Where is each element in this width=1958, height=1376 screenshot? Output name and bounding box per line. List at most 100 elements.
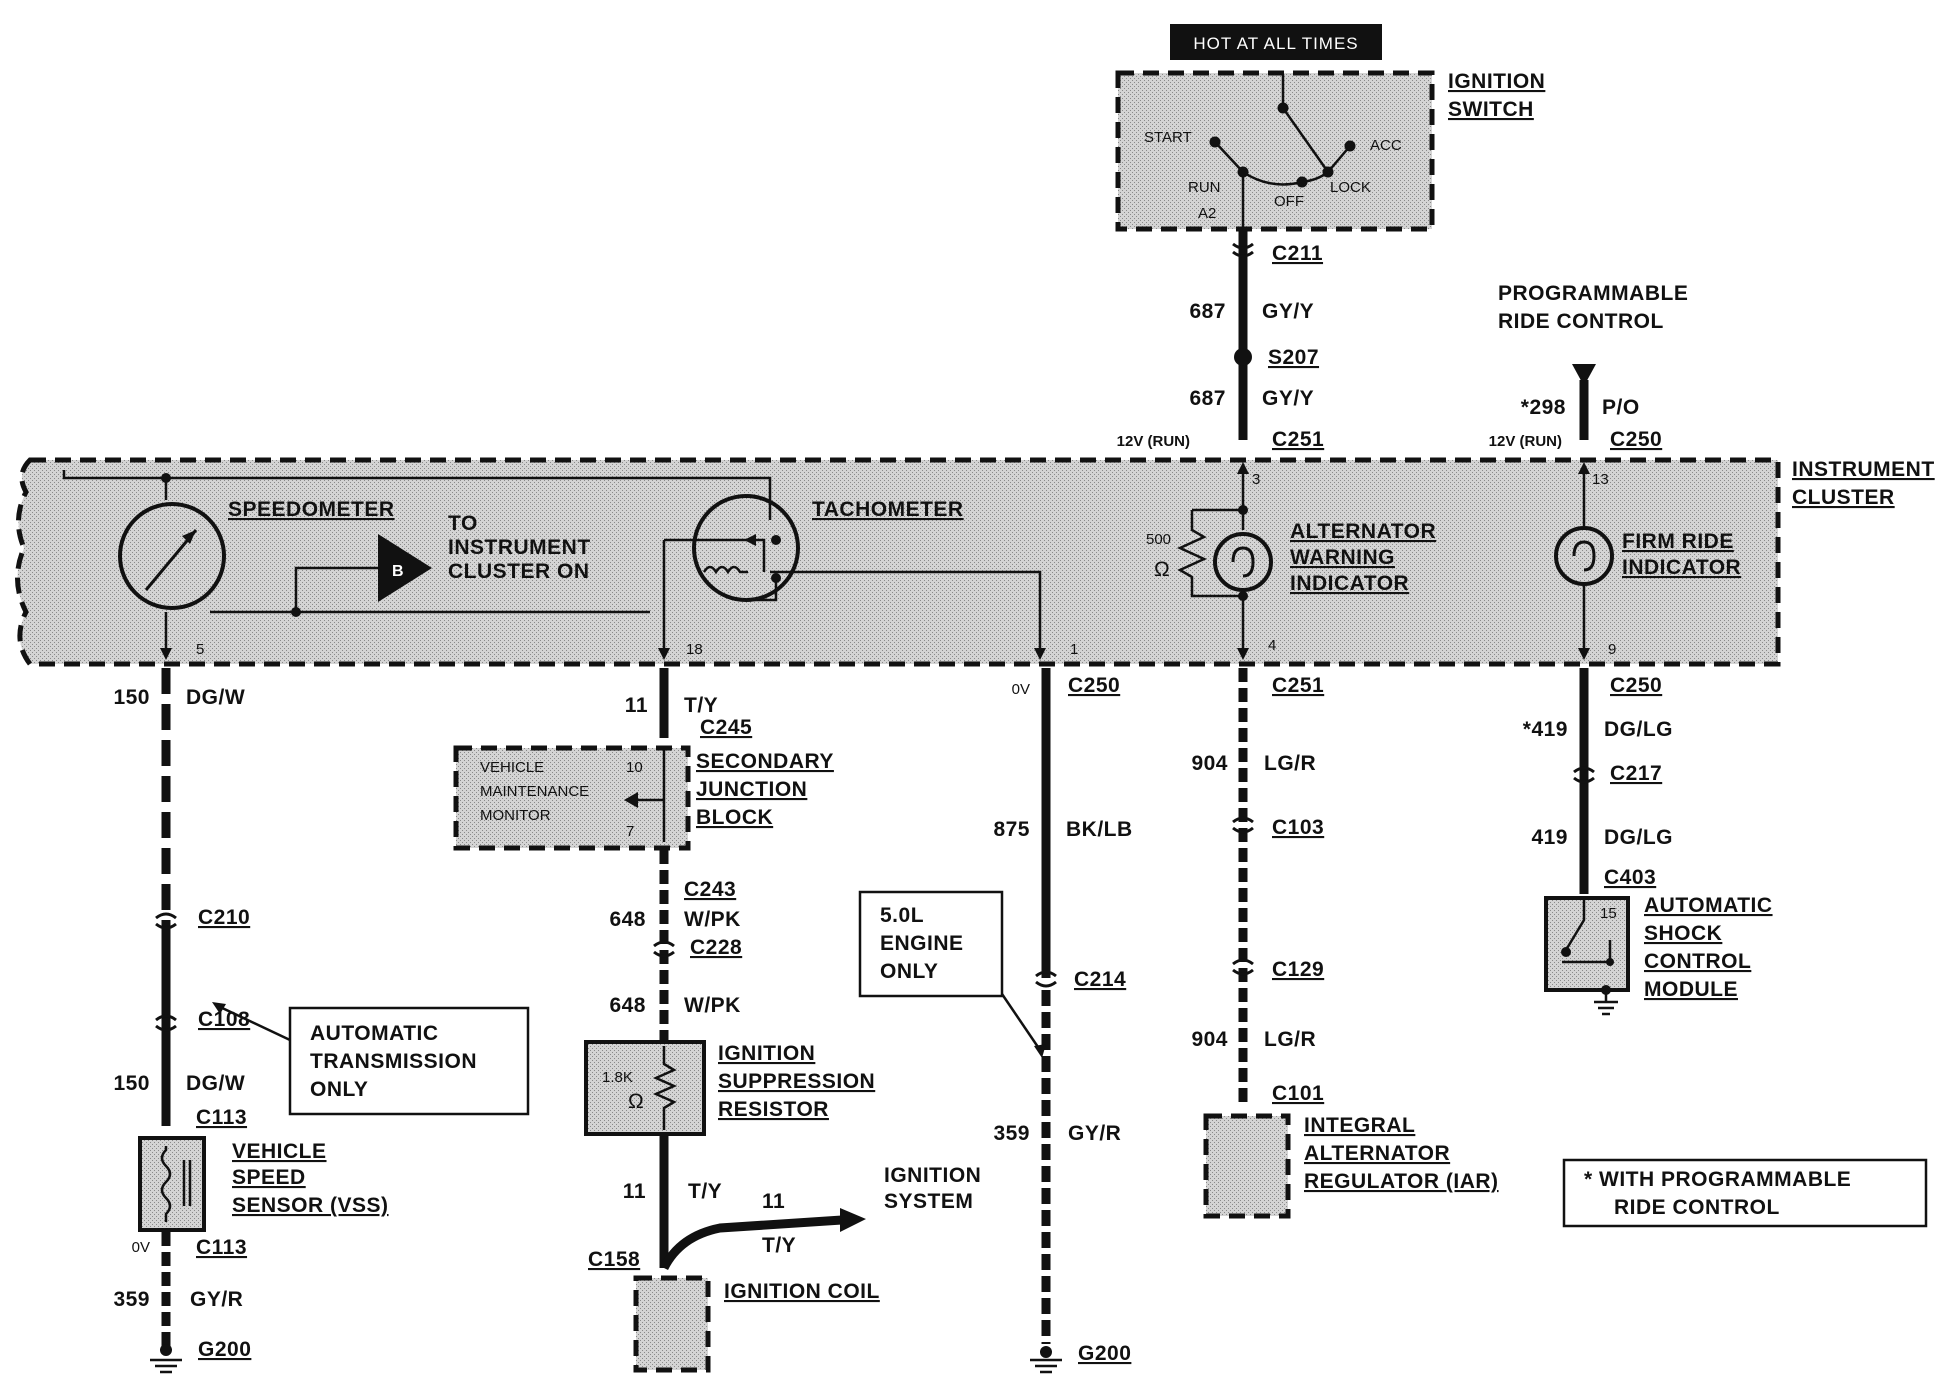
alternator-lamp-icon (1213, 532, 1273, 592)
c113a-label: C113 (196, 1106, 247, 1129)
sjb-line-1: SECONDARY (696, 750, 834, 773)
instrument-cluster-box (14, 457, 1781, 667)
prc-title-1: PROGRAMMABLE (1498, 282, 1688, 305)
suppression-resistor-box (584, 1040, 706, 1136)
ground-g200-mid-dot (1040, 1346, 1052, 1358)
w359m-num: 359 (993, 1122, 1030, 1145)
sjb-box (453, 745, 691, 851)
ground-mid-icon (1030, 1358, 1062, 1374)
wire-11-c (659, 1215, 843, 1271)
cluster-title-2: CLUSTER (1792, 486, 1895, 509)
g200-mid-label: G200 (1078, 1342, 1131, 1365)
c158-label: C158 (588, 1248, 640, 1271)
resistor-zigzag-icon (652, 1046, 678, 1130)
resistor-500-value: 500 (1146, 531, 1171, 548)
vss-line-2: SPEED (232, 1166, 306, 1189)
sjb-line-3: BLOCK (696, 806, 773, 829)
vss-line-1: VEHICLE (232, 1140, 327, 1163)
auto-trans-line-3: ONLY (310, 1078, 368, 1101)
w648a-num: 648 (609, 908, 646, 931)
suppression-line-2: SUPPRESSION (718, 1070, 875, 1093)
auto-trans-note-box (288, 1006, 530, 1116)
vmm-line-1: VEHICLE (480, 759, 544, 776)
w904b-color: LG/R (1264, 1028, 1316, 1051)
auto-trans-line-1: AUTOMATIC (310, 1022, 439, 1045)
pin-18: 18 (686, 641, 703, 658)
w11c-num: 11 (762, 1190, 785, 1213)
iar-box (1203, 1113, 1291, 1219)
w419b-color: DG/LG (1604, 826, 1673, 849)
hot-at-all-times-banner (1170, 24, 1382, 60)
resistor-500-ohm: Ω (1154, 558, 1170, 581)
w419b-num: 419 (1531, 826, 1568, 849)
pin-4: 4 (1268, 637, 1276, 654)
switch-pin-a2: A2 (1198, 205, 1216, 222)
w150b-num: 150 (113, 1072, 150, 1095)
splice-s207 (1234, 348, 1252, 366)
iar-line-2: ALTERNATOR (1304, 1142, 1450, 1165)
engine-note-line-2: ENGINE (880, 932, 964, 955)
cluster-internal-wiring (62, 470, 1586, 652)
volt-0v-mid: 0V (1012, 681, 1030, 698)
sjb-pin-7: 7 (626, 823, 634, 840)
ascm-line-4: MODULE (1644, 978, 1738, 1001)
speedometer-label: SPEEDOMETER (228, 498, 395, 521)
c214-label: C214 (1074, 968, 1126, 991)
c228-label: C228 (690, 936, 742, 959)
to-cluster-line-3: CLUSTER ON (448, 560, 590, 583)
w298-num: *298 (1521, 396, 1566, 419)
ascm-pin-15: 15 (1600, 905, 1617, 922)
vmm-arrow-icon (624, 792, 638, 808)
c101-label: C101 (1272, 1082, 1324, 1105)
switch-acc-label: ACC (1370, 137, 1402, 154)
c108-label: C108 (198, 1008, 250, 1031)
ascm-line-2: SHOCK (1644, 922, 1722, 945)
ignition-switch-nodes (1209, 102, 1356, 188)
w904a-num: 904 (1191, 752, 1228, 775)
ground-ascm-icon (1594, 1000, 1618, 1016)
b-symbol-text: B (392, 563, 404, 580)
firm-ride-lamp-icon (1554, 526, 1614, 586)
w687a-num: 687 (1189, 300, 1226, 323)
auto-trans-line-2: TRANSMISSION (310, 1050, 477, 1073)
ignition-coil-label: IGNITION COIL (724, 1280, 880, 1303)
w687b-num: 687 (1189, 387, 1226, 410)
ignition-system-line-2: SYSTEM (884, 1190, 973, 1213)
engine-note-line-1: 5.0L (880, 904, 924, 927)
suppression-line-1: IGNITION (718, 1042, 815, 1065)
prc-arrow-icon (1572, 364, 1596, 386)
ascm-line-1: AUTOMATIC (1644, 894, 1773, 917)
pin-5: 5 (196, 641, 204, 658)
engine-note-line-3: ONLY (880, 960, 938, 983)
volt-12v-run-left: 12V (RUN) (1117, 433, 1190, 450)
tachometer-label: TACHOMETER (812, 498, 964, 521)
c129-label: C129 (1272, 958, 1324, 981)
w11b-color: T/Y (688, 1180, 722, 1203)
footnote-line-1: * WITH PROGRAMMABLE (1584, 1168, 1851, 1191)
s207-label: S207 (1268, 346, 1319, 369)
pin-3: 3 (1252, 471, 1260, 488)
c250-mid-label: C250 (1068, 674, 1120, 697)
c211-label: C211 (1272, 242, 1323, 265)
vmm-line-2: MAINTENANCE (480, 783, 589, 800)
connector-marks (155, 242, 1595, 1032)
ignition-switch-title-2: SWITCH (1448, 98, 1534, 121)
resistor-ohm-text: Ω (628, 1090, 644, 1113)
c251-bottom-label: C251 (1272, 674, 1324, 697)
w150b-color: DG/W (186, 1072, 245, 1095)
sjb-pin-10: 10 (626, 759, 643, 776)
c250-top-label: C250 (1610, 428, 1662, 451)
tachometer-gauge-icon (692, 494, 800, 602)
resistor-value-text: 1.8K (602, 1069, 633, 1086)
alt-warning-line-3: INDICATOR (1290, 572, 1409, 595)
c251-top-label: C251 (1272, 428, 1324, 451)
ignition-switch-box (1115, 70, 1435, 232)
vss-box (138, 1136, 206, 1232)
hot-at-all-times-text: HOT AT ALL TIMES (1193, 34, 1358, 53)
suppression-line-3: RESISTOR (718, 1098, 829, 1121)
w904b-num: 904 (1191, 1028, 1228, 1051)
w648a-color: W/PK (684, 908, 741, 931)
ignition-system-line-1: IGNITION (884, 1164, 981, 1187)
w419a-num: *419 (1523, 718, 1568, 741)
w150a-color: DG/W (186, 686, 245, 709)
